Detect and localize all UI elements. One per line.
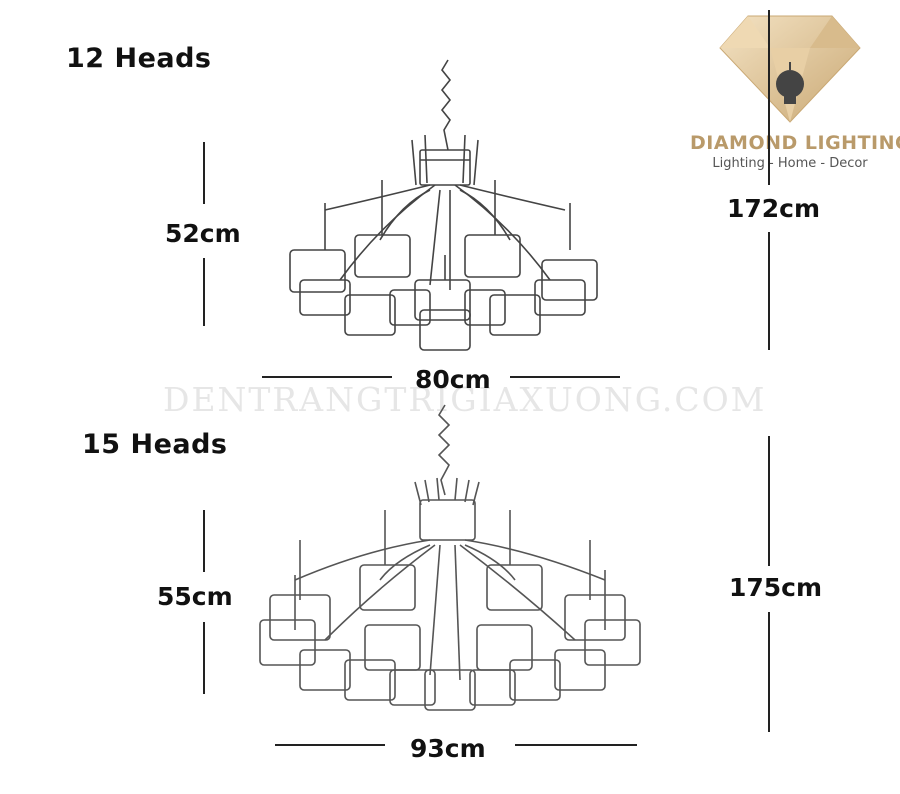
total-height-line-bottom [768, 232, 770, 350]
total-height-line-top-15 [768, 436, 770, 566]
variant-12-heads-label: 12 Heads [66, 43, 212, 74]
watermark-text: DENTRANGTRIGIAXUONG.COM [163, 380, 767, 419]
body-height-line-top-15 [203, 510, 205, 572]
width-line-right [510, 376, 620, 378]
brand-tagline: Lighting - Home - Decor [712, 156, 868, 171]
brand-name: DIAMOND LIGHTING [690, 132, 900, 154]
body-height-line-top [203, 142, 205, 204]
width-line-right-15 [515, 744, 637, 746]
variant-15-heads-label: 15 Heads [82, 429, 228, 460]
chandelier-12-heads-illustration [289, 59, 598, 351]
diamond-icon [719, 15, 861, 123]
width-line-left-15 [275, 744, 385, 746]
total-height-line-top [768, 10, 770, 185]
brand-logo: DIAMOND LIGHTING Lighting - Home - Decor [690, 10, 900, 180]
body-height-line-bottom-15 [203, 622, 205, 694]
variant-12-body-height: 52cm [165, 219, 241, 248]
variant-15-total-height: 175cm [729, 573, 823, 602]
chandelier-15-heads-illustration [259, 404, 641, 711]
variant-15-width: 93cm [410, 734, 486, 763]
width-line-left [262, 376, 392, 378]
body-height-line-bottom [203, 258, 205, 326]
variant-15-body-height: 55cm [157, 582, 233, 611]
variant-12-total-height: 172cm [727, 194, 821, 223]
variant-12-width: 80cm [415, 365, 491, 394]
total-height-line-bottom-15 [768, 612, 770, 732]
